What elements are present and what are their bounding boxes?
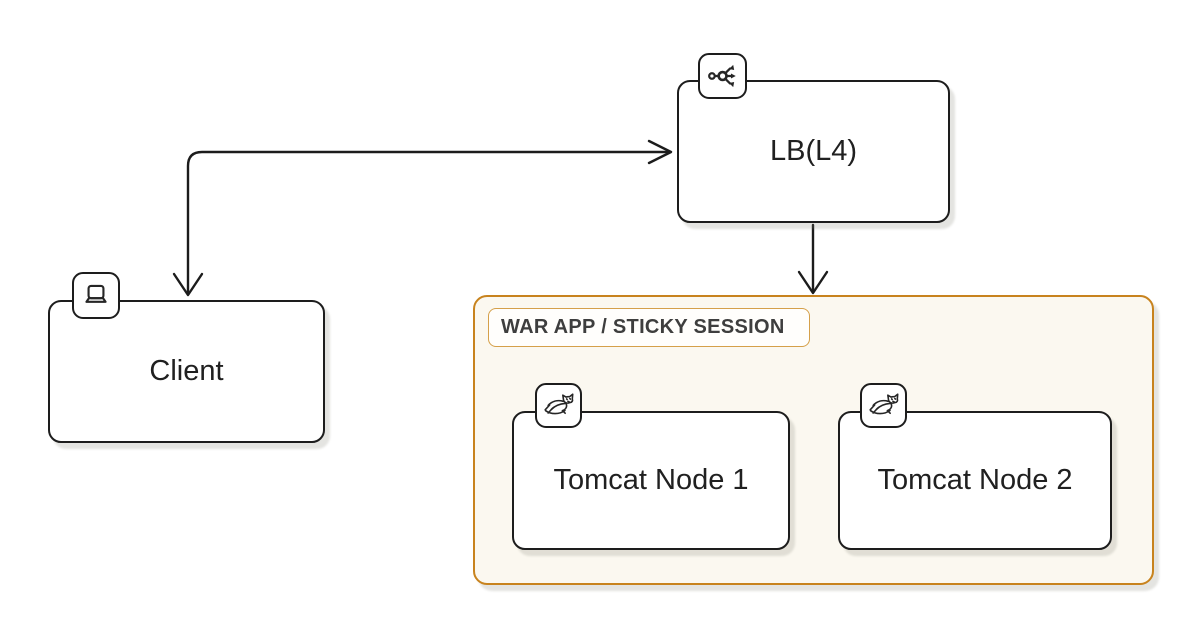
arrowhead-right-to-lb-icon: [647, 139, 673, 165]
node-tomcat-1-label: Tomcat Node 1: [553, 464, 749, 496]
arrowhead-down-to-client-icon: [172, 272, 204, 297]
tomcat-cat-icon: [535, 383, 582, 428]
edge-client-lb: [186, 150, 670, 295]
node-tomcat-2: Tomcat Node 2: [838, 411, 1112, 550]
node-lb-label: LB(L4): [769, 135, 858, 167]
node-tomcat-2-label: Tomcat Node 2: [877, 464, 1073, 496]
node-tomcat-1: Tomcat Node 1: [512, 411, 790, 550]
node-client-label: Client: [149, 355, 224, 387]
load-balancer-icon: [698, 53, 747, 99]
node-client: Client: [48, 300, 325, 443]
node-lb: LB(L4): [677, 80, 950, 223]
tomcat-cat-icon: [860, 383, 907, 428]
arrowhead-down-to-group-icon: [797, 270, 829, 295]
group-label: WAR APP / STICKY SESSION: [488, 308, 810, 347]
laptop-icon: [72, 272, 120, 319]
